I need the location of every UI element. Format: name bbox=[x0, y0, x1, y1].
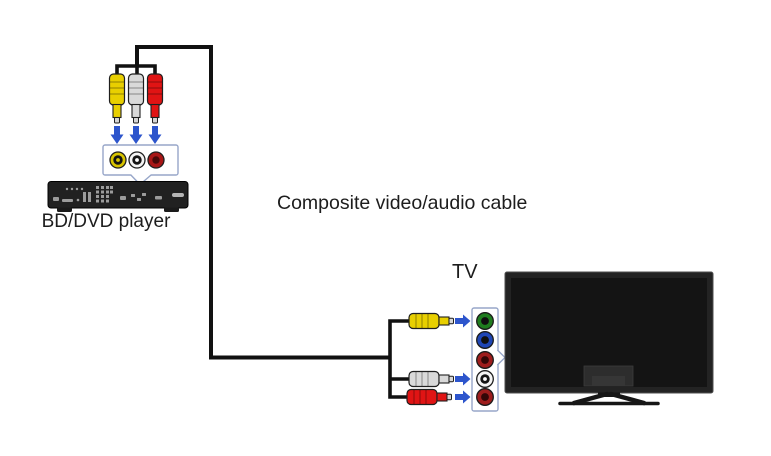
tv-jack-red bbox=[476, 351, 494, 369]
plug-ridges bbox=[413, 390, 427, 404]
plug-tip bbox=[446, 393, 452, 401]
down-arrow-icon bbox=[129, 126, 143, 144]
plug-ridges bbox=[415, 372, 429, 386]
cable-right-bracket bbox=[388, 319, 414, 399]
rca-plug-white-player-end bbox=[127, 73, 145, 124]
tv-stand bbox=[558, 391, 660, 406]
tv-jack-red2 bbox=[476, 388, 494, 406]
player-jack-white bbox=[128, 151, 146, 169]
rca-plug-red-player-end bbox=[146, 73, 164, 124]
player-foot bbox=[164, 207, 179, 212]
tv-set bbox=[504, 271, 714, 406]
callout-tail bbox=[496, 349, 505, 366]
rca-plug-red-tv-end bbox=[406, 388, 452, 406]
down-arrow-icon bbox=[110, 126, 124, 144]
plug-ridges bbox=[129, 81, 143, 95]
right-arrow-icon bbox=[455, 314, 471, 328]
plug-tip bbox=[152, 117, 158, 124]
rca-plug-white-tv-end bbox=[408, 370, 454, 388]
bd-dvd-player bbox=[47, 181, 189, 212]
callout-tail bbox=[130, 173, 152, 185]
plug-tip bbox=[114, 117, 120, 124]
player-label: BD/DVD player bbox=[41, 211, 171, 232]
composite-cable-run bbox=[115, 45, 414, 399]
plug-tip bbox=[448, 317, 454, 325]
tv-jacks-callout bbox=[471, 307, 506, 412]
tv-jack-green bbox=[476, 312, 494, 330]
player-jack-yellow bbox=[109, 151, 127, 169]
plug-tip bbox=[448, 375, 454, 383]
rca-plug-yellow-tv-end bbox=[408, 312, 454, 330]
down-arrow-icon bbox=[148, 126, 162, 144]
tv-label: TV bbox=[452, 261, 478, 283]
plug-ridges bbox=[110, 81, 124, 95]
cable-label: Composite video/audio cable bbox=[277, 192, 528, 214]
player-rear-ports bbox=[53, 186, 184, 203]
tv-jack-white bbox=[476, 370, 494, 388]
cable-main-line bbox=[135, 45, 390, 360]
tv-stand-mount-inner bbox=[592, 376, 625, 386]
rca-plug-yellow-player-end bbox=[108, 73, 126, 124]
player-foot bbox=[57, 207, 72, 212]
plug-ridges bbox=[148, 81, 162, 95]
player-jack-red bbox=[147, 151, 165, 169]
plug-tip bbox=[133, 117, 139, 124]
tv-jack-blue bbox=[476, 331, 494, 349]
player-jacks-callout bbox=[102, 144, 179, 186]
right-arrow-icon bbox=[455, 372, 471, 386]
plug-ridges bbox=[415, 314, 429, 328]
right-arrow-icon bbox=[455, 390, 471, 404]
